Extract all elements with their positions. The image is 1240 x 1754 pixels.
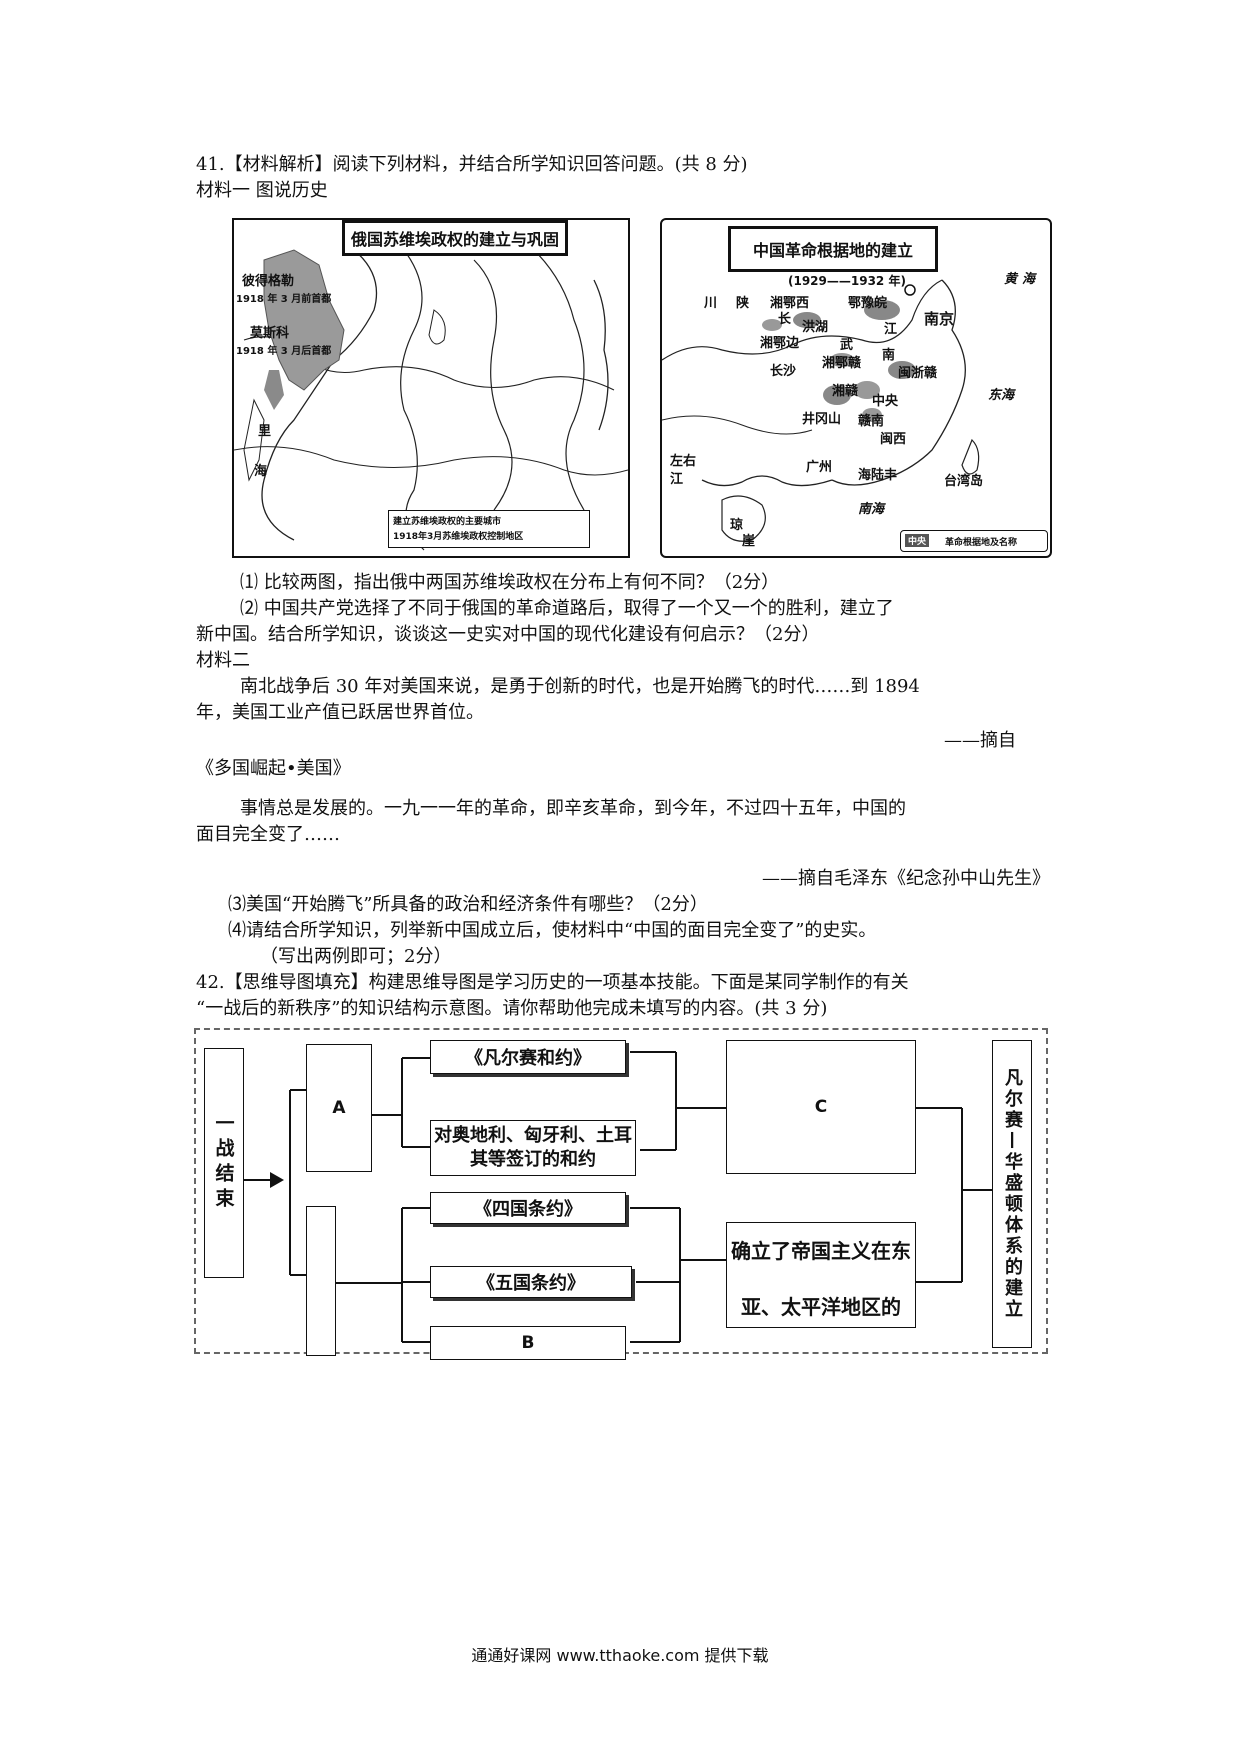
label-ya: 崖 (742, 534, 756, 549)
label-changsha: 长沙 (770, 364, 797, 379)
label-donghai: 东海 (988, 388, 1015, 403)
china-legend-text: 革命根据地及名称 (945, 538, 1018, 548)
label-haiyellow: 海 (1022, 272, 1036, 287)
material2-label: 材料二 (196, 650, 250, 671)
q42-heading-line1: 42.【思维导图填充】构建思维导图是学习历史的一项基本技能。下面是某同学制作的有… (196, 972, 909, 993)
m2-source2: ——摘自毛泽东《纪念孙中山先生》 (762, 868, 1050, 889)
label-xianggan: 湘赣 (832, 384, 859, 399)
label-xiangegan: 湘鄂赣 (822, 356, 862, 371)
label-minzhegan: 闽浙赣 (898, 366, 938, 381)
label-qiong: 琼 (730, 518, 744, 533)
label-chuan: 川 (704, 296, 718, 311)
mindmap-start: 一战结束 (204, 1048, 244, 1278)
label-eyuwan: 鄂豫皖 (848, 296, 888, 311)
label-moscow-note: 1918 年 3 月后首都 (236, 346, 332, 357)
label-shaan: 陕 (736, 296, 750, 311)
label-xiangexi: 湘鄂西 (770, 296, 810, 311)
russia-legend-1: 建立苏维埃政权的主要城市 (393, 517, 502, 527)
label-xiangebian: 湘鄂边 (760, 336, 800, 351)
m2-source1-book: 《多国崛起•美国》 (196, 758, 351, 779)
russia-map-legend: 建立苏维埃政权的主要城市 1918年3月苏维埃政权控制地区 (388, 510, 590, 548)
mindmap-lower-blank[interactable] (306, 1206, 336, 1356)
mindmap-east-asia: 确立了帝国主义在东亚、太平洋地区的 (726, 1222, 916, 1328)
label-guangzhou: 广州 (806, 460, 833, 475)
china-map-title: 中国革命根据地的建立 (728, 226, 939, 272)
china-legend-tag: 中央 (905, 534, 930, 547)
m2-p2-line1: 事情总是发展的。一九一一年的革命，即辛亥革命，到今年，不过四十五年，中国的 (240, 798, 906, 819)
label-zhongyang: 中央 (872, 394, 899, 409)
q41-sub2-line1: ⑵ 中国共产党选择了不同于俄国的革命道路后，取得了一个又一个的胜利，建立了 (240, 598, 894, 619)
russia-legend-2: 1918年3月苏维埃政权控制地区 (393, 532, 524, 542)
label-minxi: 闽西 (880, 432, 907, 447)
label-jinggangshan: 井冈山 (802, 412, 842, 427)
label-hai: 海 (254, 464, 268, 479)
q41-sub1: ⑴ 比较两图，指出俄中两国苏维埃政权在分布上有何不同？（2分） (240, 572, 780, 593)
russia-map-title: 俄国苏维埃政权的建立与巩固 (342, 220, 569, 256)
q41-sub4-line2: （写出两例即可；2分） (260, 946, 452, 967)
china-map-subtitle: (1929——1932 年) (788, 274, 906, 288)
label-li: 里 (258, 424, 272, 439)
label-jiang: 江 (884, 322, 898, 337)
label-honghu: 洪湖 (802, 320, 829, 335)
label-chang: 长 (778, 312, 792, 327)
label-huang: 黄 (1004, 272, 1018, 287)
china-map-legend: 中央 革命根据地及名称 (900, 530, 1048, 552)
material1-label: 材料一 图说历史 (196, 180, 328, 201)
mindmap-a-blank[interactable]: A (306, 1044, 372, 1172)
label-gannan: 赣南 (858, 414, 885, 429)
mindmap-b-blank[interactable]: B (430, 1326, 626, 1360)
label-hailufeng: 海陆丰 (858, 468, 898, 483)
label-taiwan: 台湾岛 (944, 474, 984, 489)
page-footer: 通通好课网 www.tthaoke.com 提供下载 (471, 1646, 769, 1665)
label-moscow: 莫斯科 (250, 326, 290, 341)
q41-heading: 41.【材料解析】阅读下列材料，并结合所学知识回答问题。(共 8 分) (196, 154, 748, 175)
label-jiang-2: 江 (670, 472, 684, 487)
m2-p2-line2: 面目完全变了…… (196, 824, 340, 845)
q42-heading-line2: “一战后的新秩序”的知识结构示意图。请你帮助他完成未填写的内容。(共 3 分) (196, 998, 828, 1019)
q41-sub3: ⑶美国“开始腾飞”所具备的政治和经济条件有哪些？（2分） (228, 894, 708, 915)
label-zuoyou: 左右 (670, 454, 697, 469)
china-map-drawing (662, 279, 980, 542)
label-nanjing: 南京 (924, 310, 955, 328)
m2-p1-line2: 年，美国工业产值已跃居世界首位。 (196, 702, 484, 723)
mindmap-four-power: 《四国条约》 (430, 1192, 626, 1224)
label-petrograd-note: 1918 年 3 月前首都 (236, 294, 332, 305)
label-nan: 南 (882, 348, 896, 363)
label-wu: 武 (840, 338, 854, 353)
label-nanhai: 南海 (858, 502, 885, 517)
m2-source1: ——摘自 (944, 730, 1016, 751)
mindmap-other-treaties: 对奥地利、匈牙利、土耳其等签订的和约 (430, 1120, 636, 1176)
q41-sub2-line2: 新中国。结合所学知识，谈谈这一史实对中国的现代化建设有何启示？（2分） (196, 624, 820, 645)
m2-p1-line1: 南北战争后 30 年对美国来说，是勇于创新的时代，也是开始腾飞的时代……到 18… (240, 676, 920, 697)
mindmap-versailles: 《凡尔赛和约》 (430, 1040, 626, 1074)
russia-map-drawing (234, 249, 628, 551)
mindmap-c-blank[interactable]: C (726, 1040, 916, 1174)
mindmap-system: 凡尔赛—华盛顿体系的建立 (992, 1040, 1032, 1348)
china-map: 中国革命根据地的建立 (1929——1932 年) 川 陕 湘鄂西 鄂豫皖 南京… (660, 218, 1052, 558)
label-petrograd: 彼得格勒 (242, 274, 295, 289)
russia-map: 俄国苏维埃政权的建立与巩固 彼得格勒 1918 年 3 月前首都 莫斯科 191… (232, 218, 630, 558)
q41-sub4-line1: ⑷请结合所学知识，列举新中国成立后，使材料中“中国的面目完全变了”的史实。 (228, 920, 877, 941)
mindmap-five-power: 《五国条约》 (430, 1266, 632, 1298)
